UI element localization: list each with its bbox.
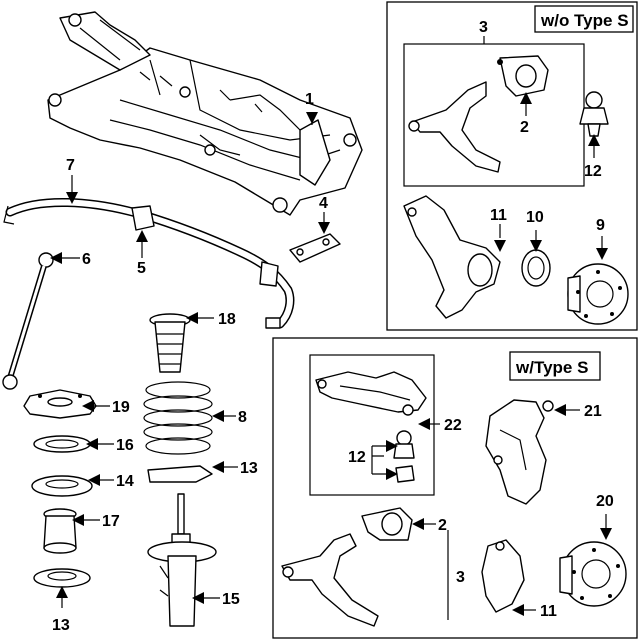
coil-spring-drawing [143, 381, 213, 455]
callout-1: 1 [305, 91, 314, 108]
arrow-13a [212, 461, 224, 473]
type-s-bushing-drawing [361, 507, 413, 541]
arrow-4 [318, 222, 330, 234]
callout-14: 14 [116, 473, 134, 490]
stabilizer-link-drawing [2, 252, 54, 390]
type-s-knuckle-drawing [485, 399, 554, 505]
bump-stop-drawing [43, 508, 77, 554]
arrow-21 [554, 404, 566, 416]
arrow-15 [192, 592, 204, 604]
callout-3-upper: 3 [479, 19, 488, 36]
callout-4: 4 [319, 195, 328, 212]
arrow-16 [86, 438, 98, 450]
dust-boot-drawing [149, 313, 191, 373]
stabilizer-bushing-drawing [131, 205, 279, 287]
callout-6: 6 [82, 251, 91, 268]
arrow-11a [494, 240, 506, 252]
crossmember-drawing [47, 11, 363, 216]
arrow-18 [186, 312, 198, 324]
callout-10: 10 [526, 209, 544, 226]
callout-12-lower: 12 [348, 449, 366, 466]
arrow-12a [588, 134, 600, 146]
stabilizer-bar-drawing [3, 198, 295, 329]
arrow-12b-bottom [386, 468, 398, 480]
bearing-drawing [33, 435, 91, 453]
callout-5: 5 [137, 260, 146, 277]
callout-16: 16 [116, 437, 134, 454]
arrow-13b [56, 586, 68, 598]
arrow-5 [136, 230, 148, 242]
arrow-14 [88, 474, 100, 486]
upper-arm-drawing [315, 371, 427, 416]
with-type-s-panel: w/Type S [272, 337, 638, 639]
arrow-1 [306, 112, 318, 124]
callout-18: 18 [218, 311, 236, 328]
without-type-s-panel: w/o Type S [386, 1, 638, 331]
type-s-lower-knuckle-drawing [481, 539, 525, 613]
arrow-2a [520, 92, 532, 104]
ball-joint-drawing [579, 91, 609, 137]
callout-3-lower: 3 [456, 569, 465, 586]
callout-21: 21 [584, 403, 602, 420]
arrow-19 [82, 400, 94, 412]
without-type-s-label-box [534, 5, 634, 33]
control-arm-drawing [408, 81, 501, 173]
type-s-lower-arm-drawing [281, 533, 379, 627]
callout-22: 22 [444, 417, 462, 434]
arrow-11b [512, 604, 524, 616]
arrow-20 [600, 528, 612, 540]
callout-7: 7 [66, 157, 75, 174]
arrow-22 [418, 418, 430, 430]
callout-20: 20 [596, 493, 614, 510]
callout-17: 17 [102, 513, 120, 530]
arrow-10 [530, 240, 542, 252]
arrow-7 [66, 192, 78, 204]
callout-2-lower: 2 [438, 517, 447, 534]
without-type-s-label: w/o Type S [540, 11, 629, 30]
spring-seat-drawing [147, 465, 213, 483]
callout-13-upper: 13 [240, 460, 258, 477]
callout-11-upper: 11 [490, 207, 507, 224]
callout-13-lower: 13 [52, 617, 70, 634]
arrow-8 [212, 410, 224, 422]
lower-spring-seat-drawing [33, 568, 91, 588]
strut-mount-drawing [23, 389, 97, 419]
callout-11-lower: 11 [540, 603, 557, 620]
upper-ball-joint-drawing [393, 430, 415, 483]
wheel-bearing-drawing [521, 249, 551, 287]
callout-12-upper: 12 [584, 163, 602, 180]
callout-9: 9 [596, 217, 605, 234]
with-type-s-label-box [509, 351, 601, 381]
arrow-2b [412, 518, 424, 530]
callout-15: 15 [222, 591, 240, 608]
knuckle-drawing [403, 195, 501, 319]
with-type-s-label: w/Type S [515, 358, 588, 377]
without-type-s-frame [386, 1, 638, 331]
arrow-6 [50, 252, 62, 264]
arrow-9 [596, 248, 608, 260]
callout-8: 8 [238, 409, 247, 426]
control-arm-bushing-drawing [497, 55, 549, 97]
wheel-hub-drawing [567, 263, 629, 325]
arrow-17 [72, 514, 84, 526]
arrow-12b-top [386, 440, 398, 452]
with-type-s-frame [272, 337, 638, 639]
type-s-hub-drawing [559, 541, 627, 607]
upper-spring-seat-drawing [31, 475, 93, 497]
leader-12b [371, 445, 386, 475]
callout-19: 19 [112, 399, 130, 416]
upper-arm-subframe-box [309, 354, 435, 496]
strut-drawing [147, 493, 217, 627]
callout-2-upper: 2 [520, 119, 529, 136]
bracket-drawing [289, 233, 341, 263]
